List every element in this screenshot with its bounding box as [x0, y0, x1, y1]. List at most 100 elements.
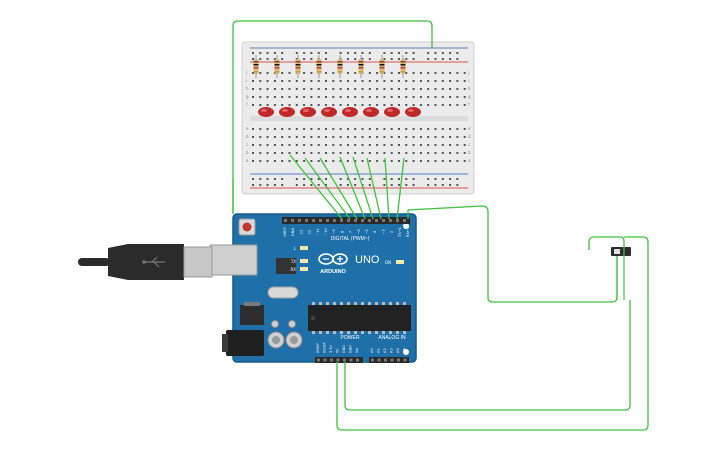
breadboard-hole	[419, 136, 422, 138]
wire-led-8[interactable]	[396, 157, 405, 220]
rail-hole	[281, 178, 284, 180]
digital-pin-label: RX←0	[406, 226, 410, 237]
breadboard-hole	[405, 104, 408, 106]
breadboard-hole	[259, 104, 262, 106]
breadboard-hole	[273, 96, 276, 98]
digital-pin-label: AREF	[283, 227, 287, 236]
switch-slider[interactable]	[614, 249, 620, 254]
breadboard-hole	[441, 160, 444, 162]
wire-switch-loop[interactable]	[588, 236, 625, 256]
breadboard-hole	[288, 160, 291, 162]
wire-led-3[interactable]	[319, 157, 358, 220]
breadboard-hole	[376, 128, 379, 130]
wire-switch-signal[interactable]	[407, 205, 618, 303]
breadboard-hole	[412, 88, 415, 90]
rail-hole	[303, 184, 306, 186]
resistor-icon[interactable]	[400, 55, 406, 78]
led-icon[interactable]	[384, 107, 400, 117]
breadboard-hole	[281, 80, 284, 82]
breadboard-hole	[434, 80, 437, 82]
resistor-icon[interactable]	[337, 55, 343, 78]
digital-header[interactable]	[282, 217, 410, 224]
breadboard-hole	[412, 152, 415, 154]
breadboard-hole	[354, 160, 357, 162]
resistor-icon[interactable]	[358, 55, 364, 78]
led-icon[interactable]	[279, 107, 295, 117]
header-pin	[403, 358, 407, 362]
row-letter: h	[246, 86, 249, 91]
resistor-icon[interactable]	[274, 55, 280, 78]
breadboard-hole	[266, 72, 269, 74]
led-icon[interactable]	[342, 107, 358, 117]
breadboard-hole	[390, 160, 393, 162]
led-highlight	[387, 109, 393, 112]
resistor-icon[interactable]	[316, 55, 322, 78]
wire-5v[interactable]	[344, 300, 631, 411]
rail-hole	[317, 184, 320, 186]
breadboard-hole	[361, 144, 364, 146]
breadboard-hole	[441, 104, 444, 106]
led-highlight	[408, 109, 414, 112]
led-icon[interactable]	[321, 107, 337, 117]
wire-led-2[interactable]	[304, 157, 351, 220]
breadboard-hole	[310, 152, 313, 154]
resistor-icon[interactable]	[295, 55, 301, 78]
resistors[interactable]	[253, 55, 406, 78]
breadboard-hole	[288, 72, 291, 74]
power-pin-label: IOREF	[316, 343, 320, 353]
breadboard-hole	[252, 88, 254, 90]
breadboard-hole	[368, 96, 371, 98]
resistor-icon[interactable]	[379, 55, 385, 78]
rail-hole	[273, 178, 276, 180]
led-icon[interactable]	[258, 107, 274, 117]
breadboard-hole	[346, 104, 349, 106]
breadboard-hole	[354, 88, 357, 90]
dc-power-jack	[226, 330, 264, 356]
analog-pin-label: A1	[377, 348, 381, 353]
led-highlight	[282, 109, 288, 112]
led-icon[interactable]	[405, 107, 421, 117]
header-pin	[389, 219, 392, 222]
breadboard-hole	[368, 80, 371, 82]
rail-hole	[266, 178, 269, 180]
breadboard-hole	[398, 128, 400, 130]
wire-gnd-return[interactable]	[336, 236, 649, 431]
resistor-band	[295, 71, 301, 73]
led-icon[interactable]	[300, 107, 316, 117]
power-pin-label: GND	[349, 345, 353, 353]
breadboard-hole	[398, 144, 400, 146]
wires[interactable]	[232, 20, 649, 431]
rail-hole	[317, 52, 320, 54]
row-letter: i	[246, 78, 247, 83]
resistor-band	[295, 64, 301, 66]
wire-led-6[interactable]	[366, 157, 382, 220]
rail-hole	[346, 178, 349, 180]
analog-header[interactable]	[369, 357, 409, 363]
analog-pin-label: A4	[396, 348, 400, 353]
rail-hole	[259, 58, 262, 60]
header-pin	[397, 358, 400, 362]
usb-cable-icon[interactable]	[78, 244, 213, 280]
slide-switch-icon[interactable]	[611, 247, 631, 300]
breadboard-hole	[295, 136, 298, 138]
wire-gnd-rail[interactable]	[232, 20, 433, 214]
capacitor-top	[290, 336, 298, 344]
wire-led-4[interactable]	[339, 156, 366, 220]
breadboard-hole	[259, 144, 262, 146]
breadboard-hole	[456, 152, 459, 154]
led-icon[interactable]	[363, 107, 379, 117]
breadboard-hole	[463, 72, 466, 74]
wire-led-5[interactable]	[352, 156, 374, 220]
wire-led-1[interactable]	[289, 154, 343, 220]
breadboard-hole	[252, 128, 254, 130]
resistor-icon[interactable]	[253, 55, 259, 78]
power-pin-label: Vin	[355, 348, 359, 353]
breadboard-hole	[412, 96, 415, 98]
wire-led-7[interactable]	[384, 157, 390, 220]
breadboard-hole	[252, 160, 254, 162]
leds[interactable]	[258, 107, 421, 117]
rail-hole	[434, 178, 437, 180]
analog-pin-label: A3	[390, 348, 394, 353]
